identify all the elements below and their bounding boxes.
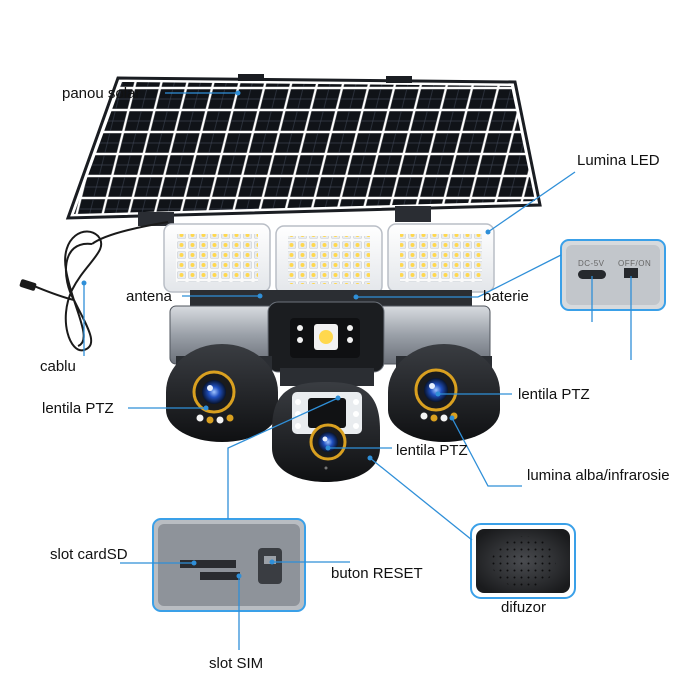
speaker-inset <box>470 523 576 599</box>
labels: panou solar Lumina LED antena baterie ca… <box>40 85 670 672</box>
white-ir-leds-left <box>196 414 234 424</box>
label-ptz-lens-right: lentila PTZ <box>518 386 590 403</box>
label-ptz-lens-center: lentila PTZ <box>396 442 468 459</box>
camera-body <box>169 290 491 373</box>
led-light-center <box>275 225 383 295</box>
power-switch-label: OFF/ON <box>618 259 651 268</box>
label-ptz-lens-left: lentila PTZ <box>42 400 114 417</box>
label-sd-slot: slot cardSD <box>50 546 128 563</box>
label-solar-panel: panou solar <box>62 85 140 102</box>
slots-inset <box>152 518 306 612</box>
sim-card-slot <box>200 572 240 580</box>
label-sim-slot: slot SIM <box>209 655 263 672</box>
power-switch <box>624 268 638 278</box>
cable <box>19 221 169 352</box>
label-antenna: antena <box>126 288 173 305</box>
sd-card-slot <box>180 560 236 568</box>
led-light-right <box>387 223 495 293</box>
port-panel-inset: DC-5V OFF/ON <box>560 239 666 311</box>
white-ir-leds-right <box>420 412 458 422</box>
leader-lines <box>81 90 632 650</box>
dc-port-label: DC-5V <box>578 259 605 268</box>
label-battery: baterie <box>483 288 529 305</box>
led-light-left <box>163 223 271 293</box>
ptz-camera-center <box>272 368 380 482</box>
usb-c-port <box>578 270 606 279</box>
reset-button <box>258 548 282 584</box>
ptz-camera-left <box>166 344 278 442</box>
solar-panel <box>65 74 542 226</box>
ptz-camera-right <box>388 344 500 442</box>
label-speaker: difuzor <box>501 599 546 616</box>
label-led-light: Lumina LED <box>577 152 660 169</box>
speaker-grille <box>492 536 556 588</box>
label-cable: cablu <box>40 358 76 375</box>
label-reset-button: buton RESET <box>331 565 423 582</box>
label-white-ir-light: lumina alba/infrarosie <box>527 467 670 484</box>
